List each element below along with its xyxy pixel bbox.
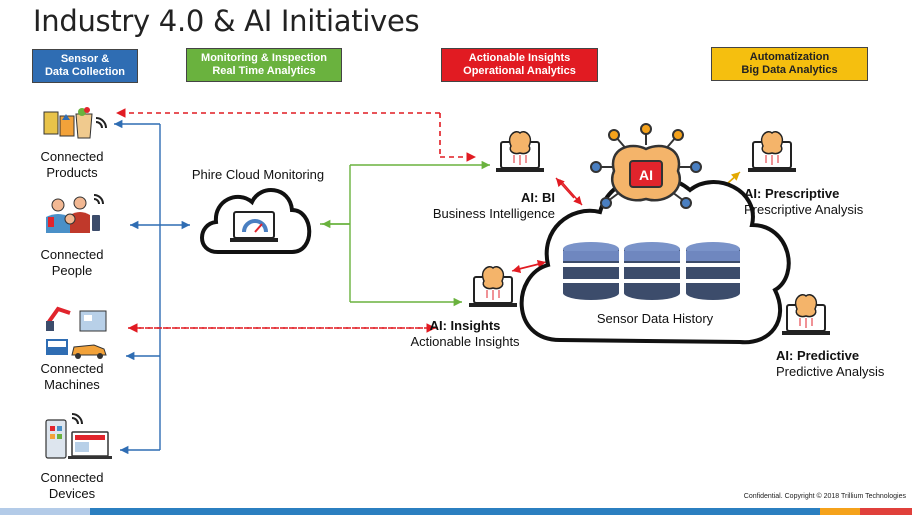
label-line: Devices (48, 486, 96, 501)
header-line: Real Time Analytics (212, 65, 316, 77)
ai-brain-chip-icon (590, 123, 702, 209)
ai-insights-subtitle: Actionable Insights (410, 334, 520, 349)
header-monitoring-inspection: Monitoring & Inspection Real Time Analyt… (186, 48, 342, 82)
header-line: Operational Analytics (463, 65, 576, 77)
ai-prescriptive-laptop-brain-icon (748, 131, 796, 172)
red-dashed-lines (116, 108, 476, 333)
label-line: People (51, 263, 93, 278)
ai-chip-label: AI (639, 167, 653, 183)
header-actionable-insights: Actionable Insights Operational Analytic… (441, 48, 598, 82)
ai-bi-title: AI: BI (521, 190, 555, 205)
header-line: Actionable Insights (468, 52, 571, 64)
footer-copyright: Confidential. Copyright © 2018 Trillium … (743, 493, 906, 500)
ai-prescriptive-title: AI: Prescriptive (744, 186, 840, 201)
ai-prescriptive-subtitle: Prescriptive Analysis (744, 202, 864, 217)
slide-title: Industry 4.0 & AI Initiatives (33, 4, 420, 38)
source-label-products: Connected Products (32, 149, 112, 181)
source-label-devices: Connected Devices (32, 470, 112, 502)
footer-color-bar (0, 508, 912, 515)
header-line: Big Data Analytics (741, 64, 838, 76)
ai-bi-label: AI: BI Business Intelligence (410, 190, 555, 222)
source-label-machines: Connected Machines (32, 361, 112, 393)
products-icon (43, 107, 107, 139)
ai-red-arrows (511, 177, 583, 274)
ai-bi-subtitle: Business Intelligence (432, 206, 555, 221)
sensor-data-history-label: Sensor Data History (596, 311, 714, 326)
header-line: Sensor & (60, 53, 110, 65)
database-icons (563, 242, 740, 300)
ai-predictive-title: AI: Predictive (776, 348, 860, 363)
devices-icon (45, 413, 112, 459)
cloud-gauge-icon (200, 188, 312, 254)
label-line: Connected (40, 470, 104, 485)
label-line: Connected (40, 149, 104, 164)
people-icon (46, 194, 104, 233)
header-automatization: Automatization Big Data Analytics (711, 47, 868, 81)
label-line: Connected (40, 247, 104, 262)
ai-insights-laptop-brain-icon (469, 266, 517, 307)
ai-bi-laptop-brain-icon (496, 131, 544, 172)
ai-insights-label: AI: Insights Actionable Insights (395, 318, 535, 350)
source-label-people: Connected People (32, 247, 112, 279)
ai-predictive-subtitle: Predictive Analysis (776, 364, 885, 379)
ai-insights-title: AI: Insights (429, 318, 501, 333)
label-line: Connected (40, 361, 104, 376)
green-connector-lines (320, 160, 490, 307)
header-line: Monitoring & Inspection (201, 52, 327, 64)
label-line: Products (46, 165, 98, 180)
ai-predictive-laptop-brain-icon (782, 294, 830, 335)
header-line: Automatization (749, 51, 830, 63)
blue-connector-lines (114, 119, 190, 455)
ai-predictive-label: AI: Predictive Predictive Analysis (776, 348, 906, 380)
header-sensor-data-collection: Sensor & Data Collection (32, 49, 138, 83)
header-line: Data Collection (44, 66, 126, 78)
label-line: Machines (44, 377, 100, 392)
ai-prescriptive-label: AI: Prescriptive Prescriptive Analysis (744, 186, 874, 218)
cloud-monitor-label: Phire Cloud Monitoring (191, 167, 325, 182)
machines-icon (46, 306, 107, 359)
